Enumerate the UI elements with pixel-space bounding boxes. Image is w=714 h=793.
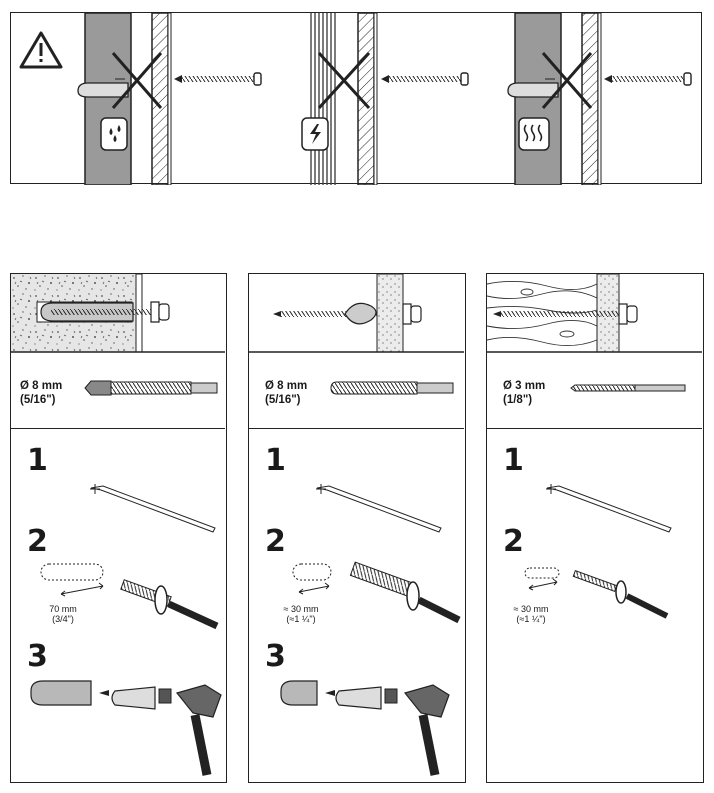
drill-depth: ≈ 30 mm (≈1 ¼") xyxy=(283,604,319,624)
pencil-icon xyxy=(546,484,672,533)
drill-depth: 70 mm (3/4") xyxy=(49,604,77,624)
drill-depth: ≈ 30 mm (≈1 ¼") xyxy=(513,604,549,624)
drill-diameter: Ø 8 mm xyxy=(20,380,63,392)
warning-triangle-icon xyxy=(19,31,63,69)
drill-diameter: Ø 8 mm xyxy=(265,380,308,392)
step-number: 2 xyxy=(27,524,48,559)
column-concrete: Ø 8 mm (5/16") 1 2 70 mm (3/4") 3 xyxy=(10,273,227,783)
step-number: 3 xyxy=(27,639,48,674)
drilling-illustration xyxy=(292,561,461,624)
column-wood: Ø 3 mm (1/8") 1 2 ≈ 30 mm (≈1 ¼") xyxy=(486,273,704,783)
drill-diameter-imperial: (5/16") xyxy=(20,394,56,406)
step-number: 2 xyxy=(265,524,286,559)
drill-bit-icon xyxy=(570,384,686,392)
water-pipe-scene xyxy=(77,13,262,185)
drill-diameter-imperial: (1/8") xyxy=(503,394,533,406)
warning-panel xyxy=(10,12,702,185)
cable-scene xyxy=(301,13,469,185)
step-number: 1 xyxy=(27,443,48,478)
column-divider xyxy=(249,428,464,429)
drill-bit-icon xyxy=(330,381,454,395)
drill-diameter: Ø 3 mm xyxy=(503,380,546,392)
step-number: 1 xyxy=(503,443,524,478)
column-divider xyxy=(11,428,225,429)
drilling-illustration xyxy=(524,567,669,619)
plasterboard-wall-illustration xyxy=(249,274,464,353)
drill-bit-icon xyxy=(84,380,218,396)
hammer-anchor-illustration xyxy=(30,680,222,776)
step-number: 3 xyxy=(265,639,286,674)
column-divider xyxy=(487,428,702,429)
heating-pipe-scene xyxy=(507,13,692,185)
column-plasterboard: Ø 8 mm (5/16") 1 2 ≈ 30 mm (≈1 ¼") 3 xyxy=(248,273,466,783)
step-number: 2 xyxy=(503,524,524,559)
drilling-illustration xyxy=(40,563,219,630)
step-number: 1 xyxy=(265,443,286,478)
hammer-anchor-illustration xyxy=(280,680,450,776)
drill-size: Ø 8 mm (5/16") xyxy=(265,379,307,407)
concrete-wall-illustration xyxy=(11,274,225,353)
drill-size: Ø 3 mm (1/8") xyxy=(503,379,545,407)
pencil-icon xyxy=(316,484,442,533)
drill-size: Ø 8 mm (5/16") xyxy=(20,379,62,407)
drill-diameter-imperial: (5/16") xyxy=(265,394,301,406)
wood-wall-illustration xyxy=(487,274,702,353)
warning-scenes xyxy=(19,13,692,185)
pencil-icon xyxy=(90,484,216,533)
